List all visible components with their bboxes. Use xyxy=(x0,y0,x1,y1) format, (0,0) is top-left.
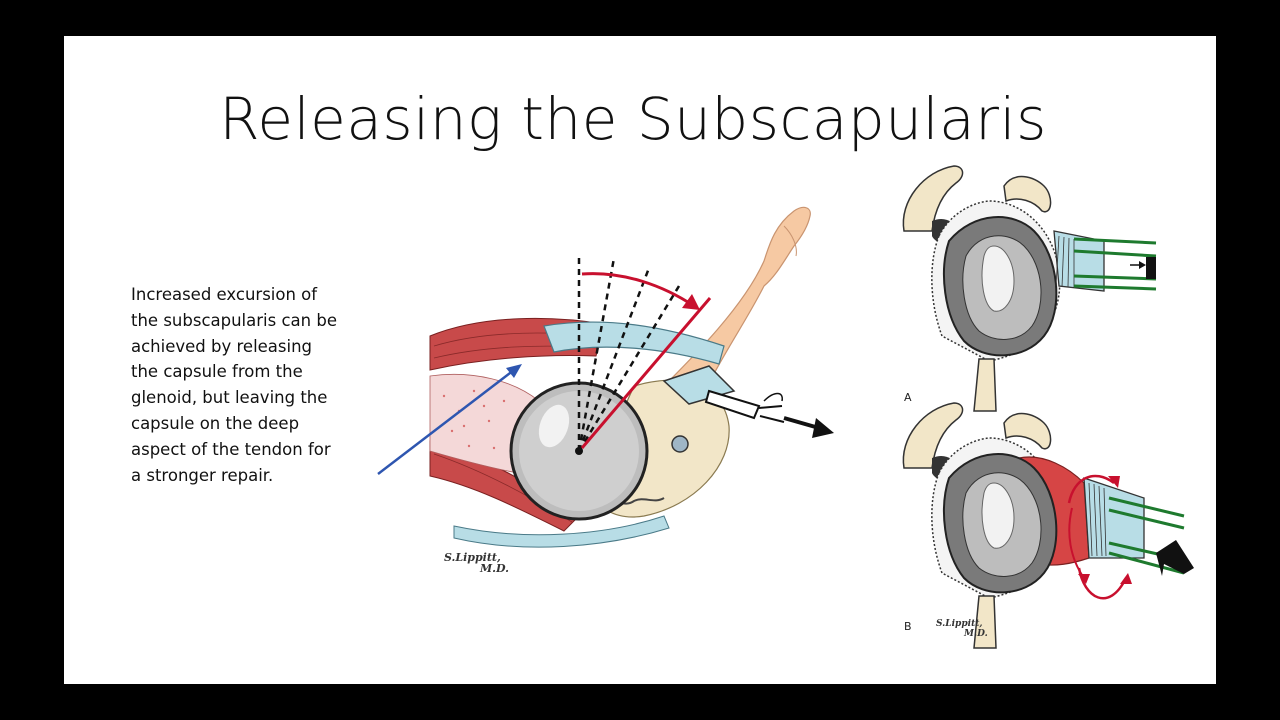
capsule-band-lower xyxy=(453,515,670,548)
slide-title: Releasing the Subscapularis xyxy=(219,85,1047,153)
main-shoulder-illustration: S.Lippitt, M.D. xyxy=(429,206,834,575)
body-line: capsule on the deep xyxy=(131,413,300,433)
panel-b-signature-md: M.D. xyxy=(963,629,988,639)
slide-body-text: Increased excursion of the subscapularis… xyxy=(131,282,361,488)
blue-arrow xyxy=(377,364,522,475)
body-line: a stronger repair. xyxy=(131,465,274,485)
forceps-clamp xyxy=(704,389,761,420)
panel-b-illustration: B S.Lippitt, M.D. xyxy=(902,402,1194,649)
arm-shape xyxy=(663,206,811,418)
slide: Releasing the Subscapularis Increased ex… xyxy=(64,36,1216,684)
panel-a-label: A xyxy=(904,391,912,404)
body-line: the capsule from the xyxy=(131,362,303,382)
pull-arrow-head xyxy=(812,418,834,438)
red-axis-line xyxy=(580,297,712,449)
body-line: aspect of the tendon for xyxy=(131,439,331,459)
body-line: achieved by releasing xyxy=(131,336,313,356)
red-release-arrow-top xyxy=(1067,474,1115,504)
pull-arrow-b xyxy=(1156,540,1194,576)
body-line: Increased excursion of xyxy=(131,285,318,304)
body-line: glenoid, but leaving the xyxy=(131,388,328,408)
illustrator-signature: S.Lippitt, xyxy=(444,551,501,564)
illustrator-signature-md: M.D. xyxy=(479,562,509,575)
panel-a-illustration: A xyxy=(902,165,1157,412)
body-line: the subscapularis can be xyxy=(131,310,337,330)
panel-b-signature: S.Lippitt, xyxy=(936,619,983,629)
red-rotation-arrow xyxy=(581,272,695,308)
panel-b-label: B xyxy=(904,620,912,633)
capsule-band-upper xyxy=(543,321,725,365)
